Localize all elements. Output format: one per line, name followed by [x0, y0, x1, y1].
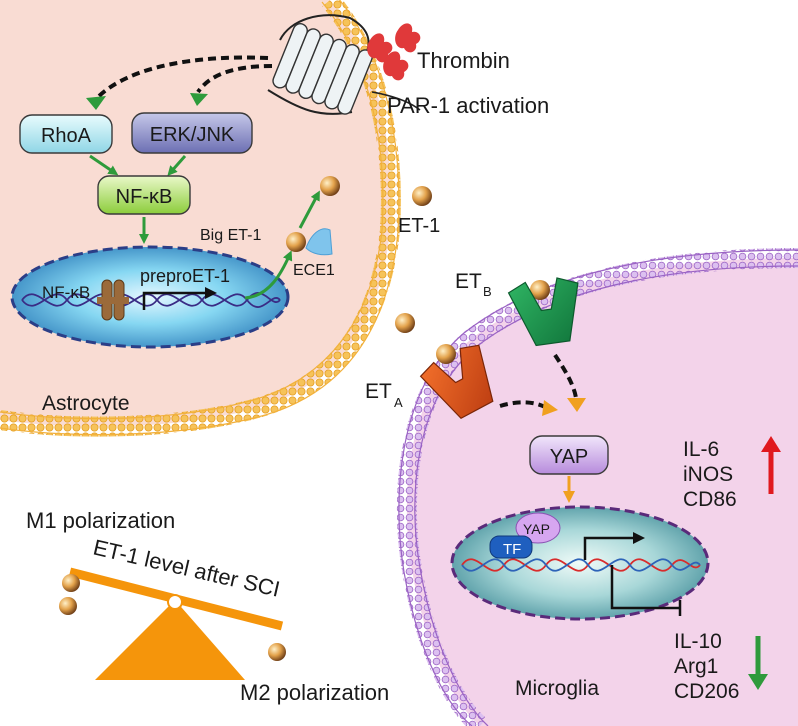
m1-polarization-label: M1 polarization: [26, 508, 175, 533]
nfkb-dimer-icon: [97, 279, 129, 321]
yap-box: [529, 435, 609, 475]
erk-jnk-label: ERK/JNK: [150, 124, 235, 146]
et1-level-label: ET-1 level after SCI: [91, 535, 282, 602]
microglia-cell: [396, 248, 798, 726]
par1-to-rhoa-arrowhead: [86, 96, 106, 110]
et1-ball-2: [530, 280, 550, 300]
par1-to-erk-arrow: [196, 64, 273, 94]
rhoa-box: [19, 114, 113, 154]
etb-receptor-icon: [507, 277, 579, 347]
upregulation-arrow-icon: [761, 436, 781, 494]
astrocyte-nucleus: [10, 245, 290, 349]
eta-sub-label: A: [394, 395, 403, 410]
yap-nucleus-label: YAP: [523, 521, 550, 537]
etb-label: ET: [455, 270, 482, 293]
par1-activation-label: PAR-1 activation: [387, 93, 549, 118]
microglia-label: Microglia: [515, 677, 599, 700]
yap-nucleus-icon: [515, 512, 561, 544]
seesaw-icon: [68, 567, 284, 680]
m2-polarization-label: M2 polarization: [240, 680, 389, 705]
etb-to-yap-arrowhead: [567, 398, 586, 412]
thrombin-molecules: [367, 23, 421, 81]
seesaw-et1-ball-2: [59, 597, 77, 615]
par1-receptor: [267, 14, 421, 115]
inos-label: iNOS: [683, 463, 733, 486]
et1-ball-membrane: [320, 176, 340, 196]
et1-label: ET-1: [398, 215, 440, 237]
rhoa-to-nfkb-arrow: [89, 154, 119, 176]
arg1-label: Arg1: [674, 655, 718, 678]
eta-label: ET: [365, 380, 392, 403]
etb-sub-label: B: [483, 284, 492, 299]
big-et1-label: Big ET-1: [200, 227, 261, 244]
etb-to-yap-arrow: [553, 353, 578, 399]
prepro-et1-label: preproET-1: [140, 266, 230, 286]
il10-label: IL-10: [674, 630, 722, 653]
tf-box: [489, 535, 533, 559]
astrocyte-label: Astrocyte: [42, 392, 130, 415]
nfkb-box: [97, 175, 191, 215]
nfkb-nucleus-label: NF-κB: [42, 283, 90, 302]
thrombin-label: Thrombin: [417, 48, 510, 73]
et1-ball-3: [395, 313, 415, 333]
yap-label: YAP: [550, 446, 589, 468]
erk-to-nfkb-arrow: [167, 155, 187, 176]
prepro-to-bigET1-arrow: [244, 250, 293, 300]
tf-label: TF: [503, 541, 521, 558]
microglia-nucleus: [450, 505, 710, 621]
et1-ball-1: [412, 186, 432, 206]
transcription-activate-arrow: [583, 532, 645, 560]
ece1-icon: [305, 228, 333, 256]
bigET1-to-et1-arrow: [298, 190, 320, 229]
nfkb-label: NF-κB: [116, 186, 173, 208]
par1-to-rhoa-arrow: [95, 55, 269, 100]
seesaw-et1-ball-1: [62, 574, 80, 592]
downregulation-arrow-icon: [748, 636, 768, 690]
seesaw-et1-ball-3: [268, 643, 286, 661]
erk-jnk-box: [131, 112, 253, 154]
prepro-transcription-arrow: [142, 287, 217, 310]
ece1-label: ECE1: [293, 262, 335, 279]
cd206-label: CD206: [674, 680, 739, 703]
eta-to-yap-arrow: [499, 400, 546, 409]
big-et1-ball: [286, 232, 306, 252]
cd86-label: CD86: [683, 488, 737, 511]
et1-ball-4: [436, 344, 456, 364]
eta-receptor-icon: [419, 344, 494, 419]
par1-to-erk-arrowhead: [190, 93, 208, 106]
transcription-inhibit-line: [610, 565, 682, 616]
il6-label: IL-6: [683, 438, 719, 461]
rhoa-label: RhoA: [41, 125, 92, 147]
eta-to-yap-arrowhead: [542, 400, 558, 416]
